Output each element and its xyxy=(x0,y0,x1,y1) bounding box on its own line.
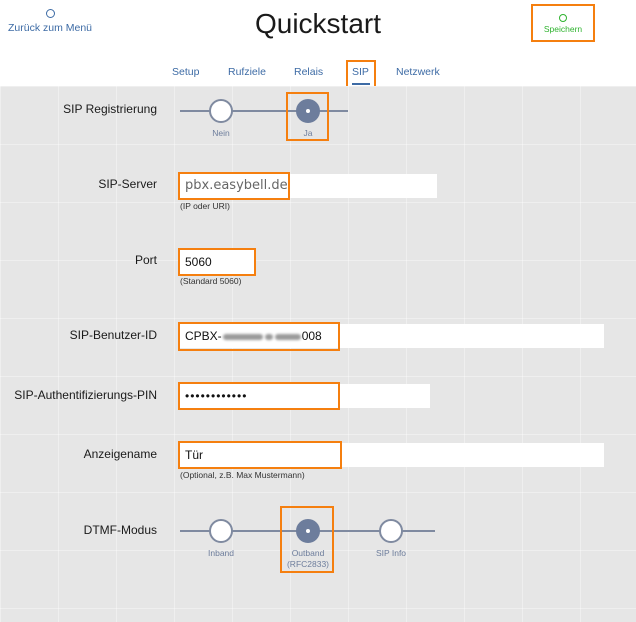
active-tab-indicator xyxy=(352,83,370,85)
port-hint: (Standard 5060) xyxy=(180,276,242,286)
save-label: Speichern xyxy=(543,24,583,34)
redacted-blur xyxy=(274,333,301,340)
display-name-input[interactable] xyxy=(180,443,604,467)
tab-netzwerk[interactable]: Netzwerk xyxy=(396,66,440,78)
sip-user-id-input[interactable]: CPBX- 008 xyxy=(180,324,604,348)
page-title: Quickstart xyxy=(254,8,382,39)
dtmf-mode-label: DTMF-Modus xyxy=(83,523,157,537)
sip-auth-pin-label: SIP-Authentifizierungs-PIN xyxy=(14,388,157,402)
sip-auth-pin-input[interactable] xyxy=(180,384,430,408)
sip-user-id-prefix: CPBX- xyxy=(185,329,222,343)
dtmf-outband-sublabel: (RFC2833) xyxy=(286,559,330,569)
sip-server-label: SIP-Server xyxy=(98,177,157,191)
redacted-blur xyxy=(222,333,263,340)
dtmf-sip-info-label: SIP Info xyxy=(375,548,407,558)
port-label: Port xyxy=(134,253,157,267)
save-button[interactable]: Speichern xyxy=(531,4,595,42)
dtmf-option-inband[interactable] xyxy=(209,519,233,543)
sip-registration-track xyxy=(180,110,348,112)
sip-registration-option-nein[interactable] xyxy=(209,99,233,123)
sip-user-id-label: SIP-Benutzer-ID xyxy=(69,328,157,342)
dtmf-inband-label: Inband xyxy=(208,548,234,558)
display-name-label: Anzeigename xyxy=(83,447,157,461)
back-to-menu-label: Zurück zum Menü xyxy=(7,22,93,34)
sip-registration-label: SIP Registrierung xyxy=(63,102,157,116)
port-input[interactable] xyxy=(180,250,254,274)
dtmf-option-sip-info[interactable] xyxy=(379,519,403,543)
circle-icon xyxy=(45,9,55,18)
display-name-hint: (Optional, z.B. Max Mustermann) xyxy=(180,470,305,480)
sip-registration-ja-label: Ja xyxy=(303,128,313,138)
tab-setup[interactable]: Setup xyxy=(172,66,200,78)
sip-server-hint: (IP oder URI) xyxy=(180,201,230,211)
sip-user-id-suffix: 008 xyxy=(301,329,322,343)
dtmf-option-outband[interactable] xyxy=(296,519,320,543)
redacted-blur xyxy=(264,333,273,340)
sip-server-input[interactable] xyxy=(180,174,437,198)
tab-bar: Setup Rufziele Relais SIP Netzwerk xyxy=(0,66,636,86)
circle-icon xyxy=(559,14,567,22)
sip-registration-option-ja[interactable] xyxy=(296,99,320,123)
dtmf-outband-label: Outband xyxy=(291,548,325,558)
tab-relais[interactable]: Relais xyxy=(294,66,324,78)
tab-rufziele[interactable]: Rufziele xyxy=(228,66,266,78)
back-to-menu-button[interactable]: Zurück zum Menü xyxy=(6,9,94,34)
tab-sip[interactable]: SIP xyxy=(352,66,369,78)
sip-registration-nein-label: Nein xyxy=(212,128,230,138)
header: Zurück zum Menü Quickstart Speichern Set… xyxy=(0,0,636,91)
sip-settings-form: SIP Registrierung Nein Ja SIP-Server (IP… xyxy=(0,86,636,622)
